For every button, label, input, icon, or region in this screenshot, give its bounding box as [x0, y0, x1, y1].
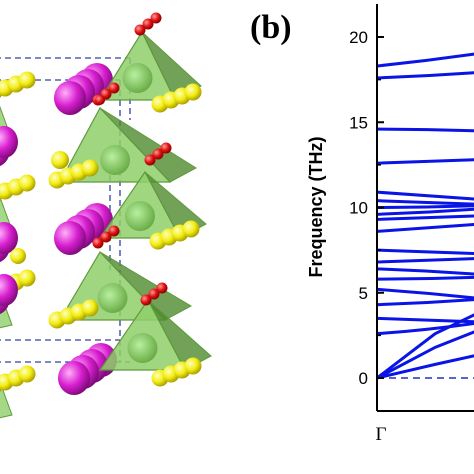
- green-polyhedron-side: [99, 251, 193, 321]
- magenta-atom: [54, 221, 86, 255]
- yellow-atom: [18, 365, 36, 383]
- y-tick-label: 10: [349, 199, 368, 218]
- panel-label: (b): [250, 9, 292, 46]
- phonon-band-20: [377, 71, 474, 80]
- phonon-bands: [377, 52, 474, 380]
- red-atom: [156, 282, 168, 294]
- red-atom: [100, 231, 112, 243]
- yellow-atom: [81, 159, 99, 177]
- phonon-band-1: [377, 354, 474, 380]
- y-ticks: 0 5 10 15 20: [349, 28, 384, 388]
- x-tick-labels: Γ: [376, 424, 387, 445]
- y-tick-label: 0: [359, 369, 368, 388]
- phonon-band-9: [377, 267, 474, 276]
- phonon-band-2: [377, 330, 474, 380]
- red-atom: [142, 18, 154, 30]
- y-tick-label: 20: [349, 28, 368, 47]
- green-atom: [100, 145, 130, 175]
- phonon-band-19: [377, 127, 474, 133]
- crystal-structure-illustration: [0, 12, 212, 419]
- green-atom: [122, 63, 153, 93]
- yellow-atom: [18, 174, 36, 192]
- red-atom: [140, 294, 152, 306]
- phonon-band-4: [377, 321, 474, 336]
- red-atom: [160, 142, 172, 154]
- phonon-band-18: [377, 158, 474, 165]
- red-atom: [150, 12, 162, 24]
- phonon-band-15: [377, 204, 474, 209]
- green-atom: [97, 283, 128, 313]
- red-atom: [92, 237, 104, 249]
- magenta-atom: [54, 81, 86, 115]
- red-atom: [108, 225, 120, 237]
- magenta-atom: [0, 222, 18, 254]
- red-atom: [144, 154, 156, 166]
- phonon-band-17: [377, 190, 474, 201]
- red-atom: [134, 24, 146, 36]
- phonon-band-5: [377, 316, 474, 324]
- green-atom: [127, 333, 158, 363]
- phonon-band-16: [377, 199, 474, 206]
- red-atom: [108, 82, 120, 94]
- phonon-dispersion-plot: 0 5 10 15 20 Frequency (THz) Γ: [306, 4, 474, 445]
- phonon-band-13: [377, 214, 474, 221]
- red-atom: [152, 148, 164, 160]
- phonon-band-7: [377, 287, 474, 300]
- magenta-atom: [0, 126, 18, 158]
- yellow-atom: [18, 71, 36, 89]
- yellow-atom: [10, 248, 26, 264]
- y-axis-label: Frequency (THz): [306, 136, 326, 277]
- magenta-atom: [58, 361, 90, 395]
- phonon-band-21: [377, 52, 474, 68]
- x-tick-label: Γ: [376, 424, 387, 445]
- phonon-band-14: [377, 207, 474, 216]
- phonon-band-6: [377, 298, 474, 307]
- phonon-band-3: [377, 313, 474, 380]
- green-polyhedron-side: [99, 107, 197, 183]
- yellow-atom: [81, 299, 99, 317]
- red-atom: [148, 288, 160, 300]
- green-atom: [125, 201, 155, 231]
- magenta-atom: [0, 274, 18, 306]
- y-tick-label: 15: [349, 113, 368, 132]
- yellow-atom: [18, 269, 36, 287]
- phonon-band-8: [377, 275, 474, 281]
- phonon-band-10: [377, 257, 474, 264]
- red-atom: [95, 95, 105, 105]
- y-tick-label: 5: [359, 284, 368, 303]
- yellow-atom: [182, 220, 200, 238]
- phonon-band-11: [377, 248, 474, 256]
- yellow-atom: [184, 357, 202, 375]
- yellow-atom: [51, 151, 69, 169]
- phonon-band-12: [377, 223, 474, 233]
- yellow-atom: [184, 83, 202, 101]
